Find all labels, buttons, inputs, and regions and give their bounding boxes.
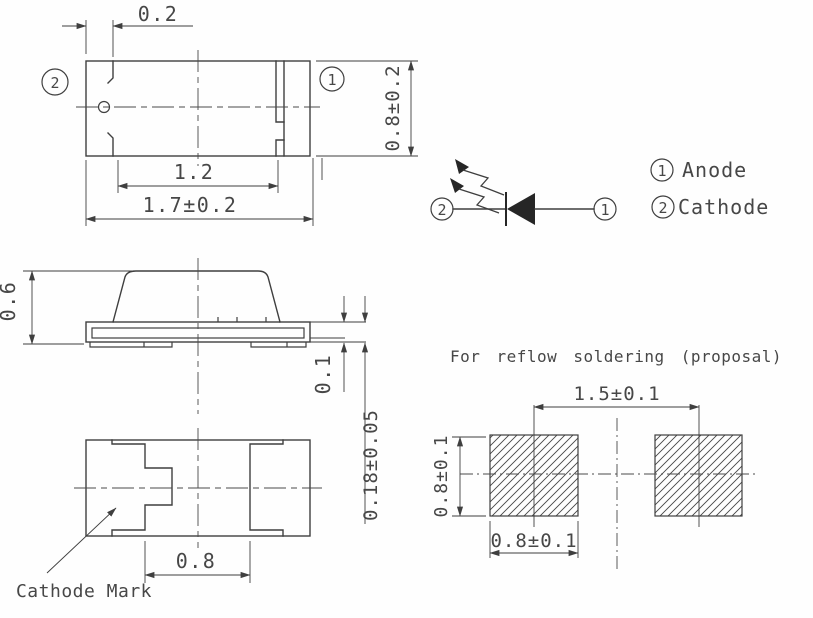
pin-1-balloon-icon (593, 197, 617, 221)
dim-inner-length-text: 1.2 (174, 160, 215, 184)
pin-1-balloon-number: 1 (600, 201, 609, 219)
cathode-mark-callout: Cathode Mark (16, 507, 152, 602)
legend-cathode-label: Cathode (678, 195, 769, 219)
right-solder-pad (654, 434, 743, 517)
reflow-title: For reflow soldering (proposal) (450, 347, 782, 366)
leader-arrow (46, 507, 117, 574)
diode-triangle-icon (507, 193, 535, 225)
anode-pad (249, 439, 284, 537)
lens-dome-outline (112, 270, 281, 323)
pin-legend: 1 Anode 2 Cathode (650, 158, 769, 219)
dim-height: 0.6 (0, 270, 140, 345)
top-view: 2 1 0.2 1.2 1.7±0.2 (41, 2, 418, 226)
dim-overall-length-text: 1.7±0.2 (143, 193, 238, 217)
pin-2-balloon-number: 2 (50, 74, 59, 92)
dim-pad-height: 0.8±0.1 (431, 435, 486, 518)
pin-2-balloon-number: 2 (437, 201, 446, 219)
reflow-pad-layout: For reflow soldering (proposal) 1.5±0.1 … (431, 347, 782, 572)
pin-1-balloon-icon (319, 66, 345, 92)
dim-inner-length: 1.2 (117, 160, 279, 193)
legend-anode-label: Anode (682, 158, 747, 182)
dim-overall-width-text: 0.8±0.2 (382, 64, 404, 151)
dim-overall-length: 1.7±0.2 (85, 158, 323, 226)
dim-electrode-gap: 0.8 (144, 541, 251, 583)
dim-pad-pitch: 1.5±0.1 (533, 383, 700, 411)
cathode-electrode-edge-upper (107, 60, 114, 84)
dim-terminal-thickness-text: 0.18±0.05 (360, 409, 382, 521)
light-emission-arrows-icon (450, 159, 505, 214)
dim-terminal-thickness: 0.18±0.05 (360, 296, 382, 524)
left-bottom-terminal (89, 342, 173, 348)
cathode-electrode-edge-lower (107, 132, 114, 157)
dim-pad-width-text: 0.8±0.1 (490, 530, 577, 552)
legend-cathode-balloon-icon (651, 195, 675, 219)
led-circuit-symbol: 2 1 (430, 159, 617, 226)
cathode-pad-with-mark (111, 439, 173, 537)
dim-pad-pitch-text: 1.5±0.1 (573, 383, 660, 405)
pin-1-balloon-number: 1 (327, 71, 336, 89)
cathode-mark-label: Cathode Mark (16, 581, 152, 602)
dim-height-text: 0.6 (0, 281, 20, 322)
dim-pad-width: 0.8±0.1 (489, 521, 579, 558)
dim-substrate-thickness: 0.1 (311, 296, 348, 395)
right-bottom-terminal (250, 342, 307, 348)
dim-electrode-offset: 0.2 (62, 2, 193, 57)
anode-electrode-edge-lower (275, 139, 285, 157)
cathode-index-hole (97, 100, 111, 114)
pin-2-balloon-icon (41, 68, 69, 96)
legend-anode-number: 1 (657, 162, 666, 180)
dim-pad-height-text: 0.8±0.1 (431, 435, 452, 518)
dim-electrode-gap-text: 0.8 (176, 549, 217, 573)
legend-anode-balloon-icon (650, 158, 674, 182)
anode-electrode-edge-upper (275, 60, 285, 123)
dim-overall-width: 0.8±0.2 (316, 60, 418, 157)
side-view: 0.6 0.1 0.18±0.05 (0, 258, 382, 524)
bottom-view: 0.8 Cathode Mark (16, 428, 322, 602)
legend-cathode-number: 2 (658, 199, 667, 217)
dim-substrate-thickness-text: 0.1 (311, 354, 335, 395)
dim-electrode-offset-text: 0.2 (138, 2, 179, 26)
